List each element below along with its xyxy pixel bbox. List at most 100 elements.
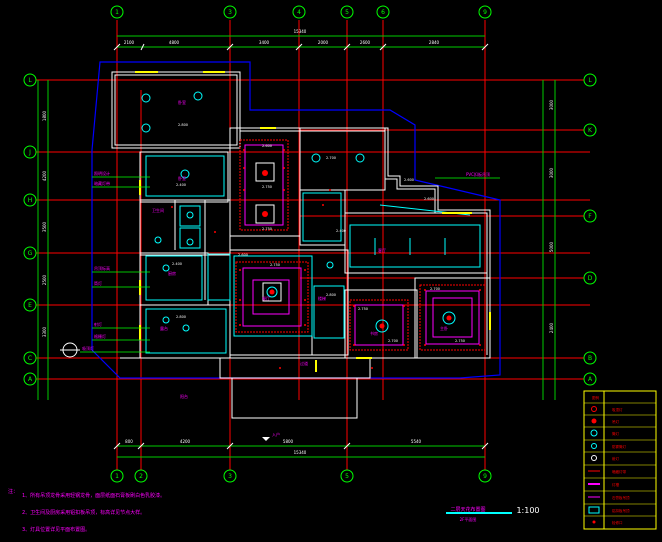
room-labels: 卧室 卧室 客厅 厨房 餐厅 卫生间 阳台 楼梯 主卧 书房 露台 过道 — [152, 99, 448, 399]
legend: 图例 吸顶灯 吊灯 筒灯 防雾筒灯 射灯 暗藏灯带 灯槽 石膏板吊顶 铝扣板吊顶… — [583, 390, 657, 530]
svg-text:2.750: 2.750 — [262, 185, 272, 189]
legend-head: 图例 — [592, 395, 600, 400]
svg-text:2.600: 2.600 — [262, 144, 272, 148]
svg-text:2.750: 2.750 — [270, 263, 280, 267]
grid-left-E: E — [28, 302, 32, 309]
legend-item-8: 石膏板吊顶 — [612, 495, 630, 500]
grid-top-1: 1 — [115, 9, 119, 16]
room-label-12: 过道 — [300, 360, 308, 366]
note-2: 2、卫生间及厨房采用铝扣板吊顶，标高详见节点大样。 — [22, 509, 145, 516]
grid-top-6: 6 — [381, 9, 385, 16]
svg-text:2.800: 2.800 — [178, 123, 188, 127]
room-label-11: 露台 — [160, 325, 168, 331]
room-label-9: 主卧 — [440, 325, 448, 331]
room-label-8: 楼梯 — [318, 295, 326, 301]
left-label-2: 暗藏灯带 — [94, 180, 110, 186]
roof-outline — [91, 61, 501, 379]
left-label-5: 射灯 — [94, 321, 102, 327]
legend-item-7: 灯槽 — [612, 482, 620, 487]
grid-left-G: G — [28, 250, 33, 257]
left-labels: 照明设计 暗藏灯带 吊顶标高 筒灯 射灯 格栅灯 吸顶灯 — [82, 170, 110, 351]
dim-left-2: 4200 — [42, 170, 47, 181]
grid-bubbles — [23, 5, 597, 483]
legend-item-2: 吊灯 — [612, 419, 620, 424]
grid-bottom-5: 5 — [345, 473, 349, 480]
lamp-troughs — [235, 139, 486, 351]
lamp-groups — [255, 162, 282, 302]
dim-top-seg-6: 2840 — [429, 40, 440, 45]
drawing-title: 二层天花布置图 — [450, 506, 485, 513]
grid-left-A: A — [28, 376, 33, 383]
notes-prefix: 注： — [8, 488, 18, 495]
svg-text:2.750: 2.750 — [262, 227, 272, 231]
grid-top-4: 4 — [297, 9, 301, 16]
svg-text:2.600: 2.600 — [238, 253, 248, 257]
dim-right-3: 5000 — [549, 241, 554, 252]
grid-left-C: C — [28, 355, 32, 362]
svg-text:2.800: 2.800 — [326, 293, 336, 297]
downlights — [141, 91, 456, 333]
svg-text:2.400: 2.400 — [176, 183, 186, 187]
dim-top-total: 15340 — [294, 29, 307, 34]
grid-right-A: A — [588, 376, 593, 383]
svg-text:2.700: 2.700 — [430, 287, 440, 291]
walls — [111, 71, 491, 419]
dim-right-2: 3000 — [549, 167, 554, 178]
dimension-ticks — [113, 43, 489, 450]
grid-right-B: B — [588, 355, 592, 362]
dim-left-1: 1800 — [42, 110, 47, 121]
legend-item-6: 暗藏灯带 — [612, 469, 626, 474]
legend-item-1: 吸顶灯 — [612, 407, 623, 412]
ceiling-zones — [145, 155, 481, 354]
room-label-2: 卧室 — [178, 175, 186, 181]
grid-right-D: D — [588, 275, 593, 282]
left-label-1: 照明设计 — [94, 170, 110, 176]
grid-top-3: 3 — [228, 9, 232, 16]
svg-text:2.700: 2.700 — [388, 339, 398, 343]
left-label-7: 吸顶灯 — [82, 345, 94, 351]
left-label-4: 筒灯 — [94, 280, 102, 286]
entry-arrow — [262, 437, 270, 441]
room-label-6: 卫生间 — [152, 207, 164, 213]
dim-top-seg-3: 3400 — [259, 40, 270, 45]
spotlights — [171, 149, 481, 369]
dim-left-4: 2500 — [42, 274, 47, 285]
legend-item-4: 防雾筒灯 — [612, 444, 626, 449]
dim-top-seg-2: 4800 — [169, 40, 180, 45]
grid-left-H: H — [28, 197, 33, 204]
grid-left-L: L — [28, 77, 32, 84]
room-label-5: 餐厅 — [262, 295, 270, 301]
dim-left-3: 3500 — [42, 221, 47, 232]
leader-lines — [80, 176, 150, 353]
dim-bottom-total: 15340 — [294, 450, 307, 455]
grid-bottom-2: 2 — [139, 473, 143, 480]
grid-bottom-9: 9 — [483, 473, 487, 480]
svg-text:2.750: 2.750 — [455, 339, 465, 343]
windows — [135, 71, 491, 372]
grid-top-9: 9 — [483, 9, 487, 16]
svg-text:2.600: 2.600 — [424, 197, 434, 201]
svg-text:2.800: 2.800 — [176, 315, 186, 319]
dim-top-seg-5: 2600 — [360, 40, 371, 45]
level-tags: 2.800 2.600 2.700 2.400 2.750 2.600 2.750 2.6… — [172, 123, 465, 343]
legend-item-3: 筒灯 — [612, 431, 620, 436]
grid-bottom-3: 3 — [228, 473, 232, 480]
room-label-4: 厨房 — [168, 270, 176, 276]
soffit-edges — [242, 144, 480, 346]
room-label-10: 书房 — [370, 330, 378, 336]
drawing-scale: 1:100 — [516, 506, 539, 515]
entry-label: 入户 — [272, 431, 280, 437]
top-right-label: PVC扣板吊顶 — [466, 171, 490, 177]
drawing-subtitle: 2F平面图 — [460, 516, 477, 522]
legend-item-9: 铝扣板吊顶 — [612, 508, 630, 513]
grid-right-K: K — [588, 127, 593, 134]
dim-bottom-seg-2: 4200 — [180, 439, 191, 444]
svg-text:2.600: 2.600 — [404, 178, 414, 182]
svg-text:2.750: 2.750 — [358, 307, 368, 311]
dim-top-seg-4: 2000 — [318, 40, 329, 45]
dim-right-1: 3000 — [549, 99, 554, 110]
grid-right-L: L — [588, 77, 592, 84]
grid-right-F: F — [588, 213, 592, 220]
